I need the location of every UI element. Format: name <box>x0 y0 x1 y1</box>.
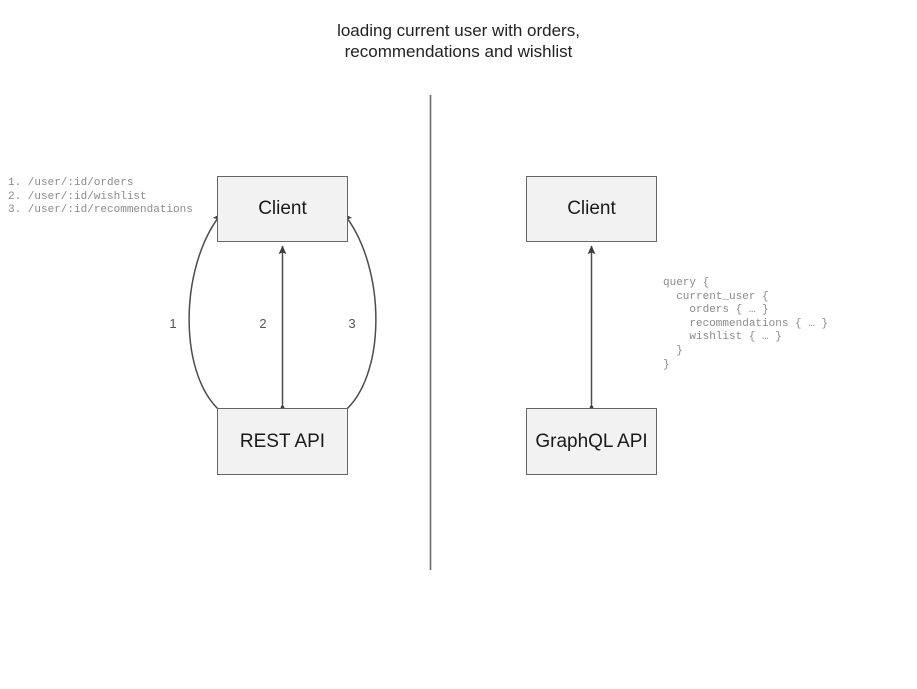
edge-label-2: 2 <box>259 316 267 331</box>
arrow-rest-request-1 <box>188 213 233 422</box>
graphql-query-snippet: query { current_user { orders { … } reco… <box>663 277 829 371</box>
rest-endpoints-list: 1. /user/:id/orders 2. /user/:id/wishlis… <box>8 177 193 217</box>
node-rest-api[interactable]: REST API <box>217 408 348 475</box>
node-client-rest[interactable]: Client <box>217 176 348 242</box>
arrow-rest-request-3 <box>332 213 377 422</box>
edge-label-3: 3 <box>348 316 356 331</box>
edge-label-1: 1 <box>169 316 177 331</box>
node-graphql-api[interactable]: GraphQL API <box>526 408 657 475</box>
diagram-title: loading current user with orders, recomm… <box>337 21 580 61</box>
node-client-graphql[interactable]: Client <box>526 176 657 242</box>
